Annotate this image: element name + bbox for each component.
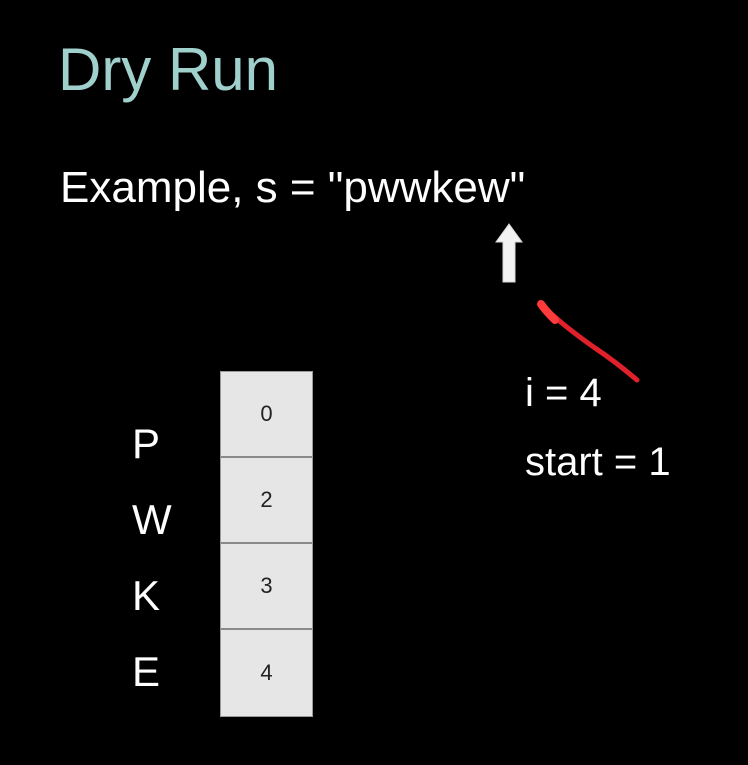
example-string: Example, s = "pwwkew" [60,163,526,212]
up-arrow-icon [495,223,523,283]
map-key: E [132,648,161,695]
map-value-cell: 4 [260,660,273,685]
map-value-cell: 2 [221,458,312,544]
slide-title: Dry Run [58,36,279,103]
map-key: P [132,420,161,467]
map-value-cell: 3 [221,544,312,630]
map-key: K [132,572,161,619]
map-value-cell: 0 [221,372,312,458]
variable-i: i = 4 [525,371,602,415]
map-values-table: 0 2 3 4 [220,371,313,717]
map-key: W [132,496,172,543]
variable-start: start = 1 [525,440,671,484]
red-pen-annotation [537,300,640,383]
map-keys: P W K E [132,416,182,720]
